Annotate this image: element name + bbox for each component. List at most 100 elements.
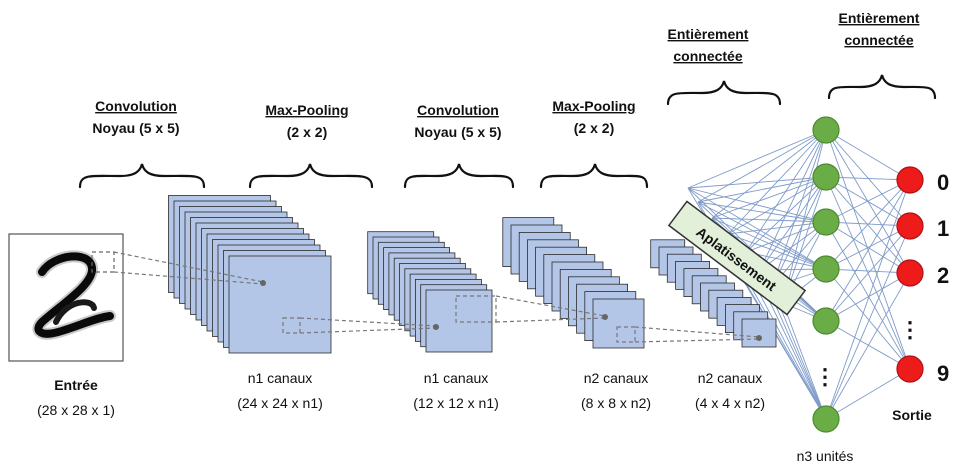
output-digits: 0 1 2 9 bbox=[937, 170, 949, 386]
map4-stack bbox=[650, 239, 777, 348]
hidden-neuron-5 bbox=[812, 307, 840, 335]
flatten-to-hidden-edge bbox=[771, 129, 827, 288]
map2-caption-title: n1 canaux bbox=[424, 370, 489, 386]
brace-fc1 bbox=[666, 80, 782, 106]
output-digit-1: 1 bbox=[937, 216, 949, 241]
digit-two-glyph bbox=[32, 250, 116, 340]
hidden-neuron-1 bbox=[812, 116, 840, 144]
hidden-neuron-3 bbox=[812, 208, 840, 236]
header-conv1-title: Convolution bbox=[95, 98, 177, 114]
hidden-to-output-edge bbox=[825, 272, 911, 420]
header-fc1-line2: connectée bbox=[673, 48, 742, 64]
header-conv2-kernel: Noyau (5 x 5) bbox=[414, 124, 501, 140]
brace-pool2 bbox=[539, 163, 649, 189]
hidden-to-output-edge bbox=[825, 179, 911, 223]
flatten-to-hidden-edge bbox=[759, 221, 827, 271]
flatten-to-hidden-edge bbox=[697, 201, 827, 270]
hidden-to-output-edge bbox=[825, 268, 911, 274]
flatten-to-hidden-edge bbox=[687, 187, 827, 223]
flatten-to-hidden-edge bbox=[687, 187, 827, 270]
flatten-to-hidden-edge bbox=[697, 129, 827, 203]
brace-fc2 bbox=[827, 74, 937, 100]
flatten-to-hidden-edge bbox=[711, 217, 827, 223]
flatten-to-hidden-edge bbox=[745, 221, 827, 253]
proj-map1-to-map2-bottom bbox=[299, 327, 437, 334]
input-kernel-window bbox=[91, 251, 115, 273]
map2-target-dot bbox=[433, 324, 439, 330]
map1-caption-dims: (24 x 24 x n1) bbox=[237, 395, 323, 411]
hidden-to-output-edge bbox=[825, 129, 911, 370]
header-fc2-line2: connectée bbox=[844, 32, 913, 48]
hidden-caption: n3 unités bbox=[797, 448, 854, 464]
output-neuron-3 bbox=[896, 259, 924, 287]
hidden-neuron-2 bbox=[812, 163, 840, 191]
header-fc1-line1: Entièrement bbox=[668, 26, 749, 42]
hidden-to-output-edge bbox=[825, 368, 911, 420]
feature-map-stacks bbox=[168, 195, 777, 354]
output-digit-2: 2 bbox=[937, 263, 949, 288]
layer-captions: Entrée (28 x 28 x 1) n1 canaux (24 x 24 … bbox=[37, 370, 932, 464]
flatten-to-hidden-edge bbox=[727, 129, 827, 235]
braces bbox=[78, 74, 937, 189]
flatten-to-hidden-edge bbox=[782, 302, 827, 420]
input-caption-title: Entrée bbox=[54, 377, 98, 393]
receptive-field-dots bbox=[260, 280, 762, 341]
proj-input-to-map1-top bbox=[113, 251, 264, 283]
output-neuron-2 bbox=[896, 212, 924, 240]
map4-caption-dims: (4 x 4 x n2) bbox=[695, 395, 765, 411]
brace-conv2 bbox=[403, 163, 515, 189]
hidden-to-output-edge bbox=[825, 221, 911, 370]
hidden-to-output-edge bbox=[825, 179, 911, 270]
hidden-to-output-edge bbox=[825, 179, 911, 322]
hidden-neuron-4 bbox=[812, 255, 840, 283]
map2-caption-dims: (12 x 12 x n1) bbox=[413, 395, 499, 411]
proj-map2-to-map3-top bbox=[495, 295, 606, 317]
hidden-ellipsis: ⋮ bbox=[814, 364, 836, 389]
hidden-to-output-edge bbox=[825, 225, 911, 270]
map3-caption-dims: (8 x 8 x n2) bbox=[581, 395, 651, 411]
output-ellipsis: ⋮ bbox=[899, 317, 921, 342]
hidden-neuron-6 bbox=[812, 405, 840, 433]
header-conv1-kernel: Noyau (5 x 5) bbox=[92, 120, 179, 136]
receptive-field-lines bbox=[113, 251, 760, 343]
neurons bbox=[812, 116, 924, 433]
brace-conv1 bbox=[78, 163, 206, 189]
output-digit-9: 9 bbox=[937, 361, 949, 386]
flatten-to-hidden-edge bbox=[759, 129, 827, 271]
brace-pool1 bbox=[248, 163, 374, 189]
hidden-to-output-edge bbox=[825, 320, 911, 370]
ellipses: ⋮ ⋮ bbox=[814, 317, 921, 389]
map1-pool-window bbox=[282, 317, 301, 334]
input-image bbox=[8, 233, 124, 362]
header-pool1-size: (2 x 2) bbox=[287, 124, 327, 140]
output-caption: Sortie bbox=[892, 407, 932, 423]
header-pool2-title: Max-Pooling bbox=[552, 98, 635, 114]
flatten-box-frame bbox=[667, 200, 807, 316]
map3-caption-title: n2 canaux bbox=[584, 370, 649, 386]
map4-front-channel bbox=[741, 318, 777, 348]
flatten-to-hidden-edge bbox=[711, 176, 827, 219]
header-pool1-title: Max-Pooling bbox=[265, 102, 348, 118]
map4-target-dot bbox=[756, 335, 762, 341]
header-conv2-title: Convolution bbox=[417, 102, 499, 118]
flatten-to-hidden-edge bbox=[745, 129, 827, 253]
map3-stack bbox=[502, 217, 645, 349]
flatten-to-hidden-edge bbox=[771, 176, 827, 288]
map2-front-channel bbox=[425, 289, 493, 353]
map4-caption-title: n2 canaux bbox=[698, 370, 763, 386]
map1-front-channel bbox=[228, 255, 332, 354]
input-caption-dims: (28 x 28 x 1) bbox=[37, 402, 115, 418]
map2-conv-window bbox=[455, 295, 497, 323]
map3-front-channel bbox=[592, 298, 645, 349]
map1-caption-title: n1 canaux bbox=[248, 370, 313, 386]
header-pool2-size: (2 x 2) bbox=[574, 120, 614, 136]
proj-map3-to-map4-bottom bbox=[634, 338, 760, 343]
flatten-to-hidden-edge bbox=[711, 129, 827, 219]
header-fc2-line1: Entièrement bbox=[839, 10, 920, 26]
hidden-to-output-edge bbox=[825, 179, 911, 420]
hidden-to-output-edge bbox=[825, 225, 911, 420]
map1-stack bbox=[168, 195, 332, 354]
flatten-to-hidden-edge bbox=[727, 233, 827, 270]
